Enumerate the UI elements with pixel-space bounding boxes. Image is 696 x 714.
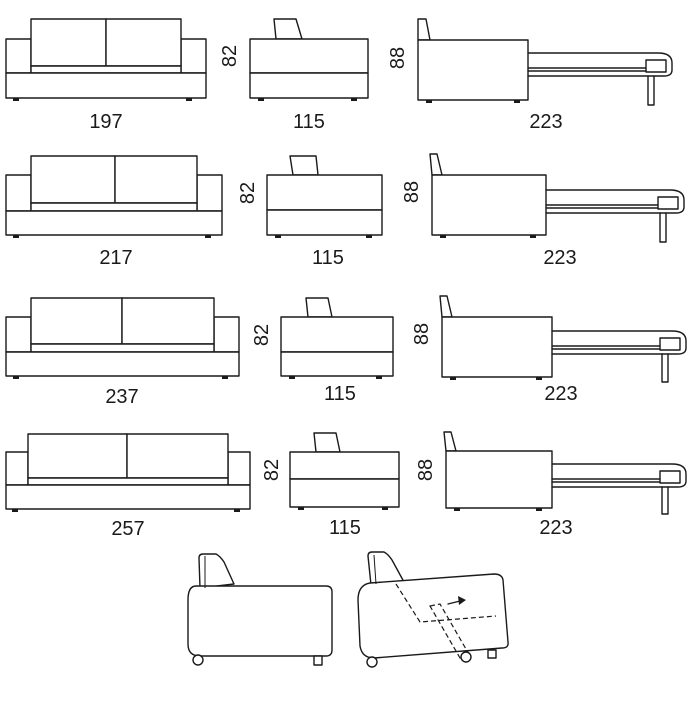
height-label: 88 (411, 323, 433, 345)
height-label: 88 (415, 459, 437, 481)
width-label: 257 (111, 518, 144, 540)
depth-label: 115 (324, 383, 356, 405)
depth-label: 115 (312, 247, 344, 269)
row-3: 237 82 115 88 223 (5, 295, 687, 408)
side-view-115: 82 115 (237, 155, 383, 269)
height-label: 82 (237, 182, 259, 204)
front-view-257: 257 (5, 433, 251, 540)
row-4: 257 82 115 88 223 (5, 431, 687, 540)
front-view-197: 197 (5, 18, 207, 133)
width-label: 197 (89, 111, 122, 133)
front-view-217: 217 (5, 155, 223, 269)
bed-view-223: 88 223 (415, 431, 687, 539)
bed-length-label: 223 (544, 383, 577, 405)
width-label: 217 (99, 247, 132, 269)
bed-length-label: 223 (539, 517, 572, 539)
height-label: 82 (219, 45, 241, 67)
bed-view-223: 88 223 (411, 295, 687, 405)
front-view-237: 237 (5, 297, 240, 408)
side-view-115: 82 115 (251, 297, 394, 405)
depth-label: 115 (329, 517, 361, 539)
side-view-115: 82 115 (261, 432, 400, 539)
height-label: 82 (261, 459, 283, 481)
bed-length-label: 223 (529, 111, 562, 133)
row-1: 197 82 115 88 223 (5, 18, 673, 133)
bed-view-223: 88 223 (401, 153, 685, 269)
side-view-115: 82 115 (219, 18, 369, 133)
bed-view-223: 88 223 (387, 18, 673, 133)
depth-label: 115 (293, 111, 325, 133)
height-label: 88 (387, 47, 409, 69)
sofa-side-opening-icon (357, 551, 509, 668)
sofa-side-closed-icon (187, 553, 333, 666)
height-label: 88 (401, 181, 423, 203)
width-label: 237 (105, 386, 138, 408)
bed-length-label: 223 (543, 247, 576, 269)
row-2: 217 82 115 88 223 (5, 153, 685, 269)
height-label: 82 (251, 324, 273, 346)
